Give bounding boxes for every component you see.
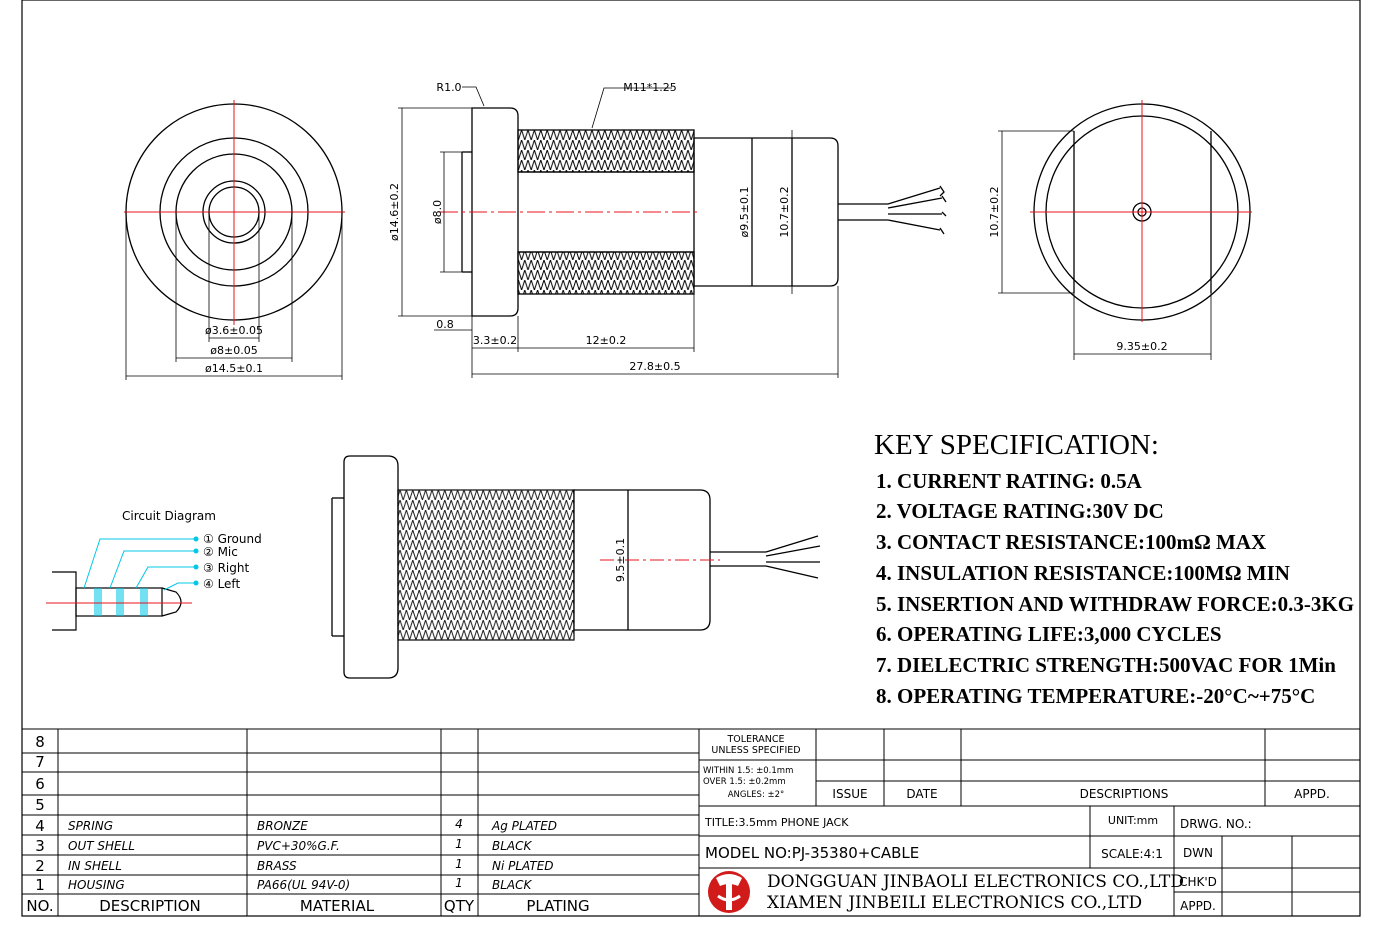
- lower-view: [331, 455, 821, 679]
- dim-lower-body-dia: 9.5±0.1: [614, 538, 627, 582]
- tol-line2: UNLESS SPECIFIED: [711, 745, 800, 756]
- circuit-title: Circuit Diagram: [122, 509, 216, 523]
- bom-plating: BLACK: [492, 878, 533, 892]
- side-view: [398, 86, 947, 378]
- tb-issue: ISSUE: [832, 787, 867, 801]
- dim-flange-thk: 0.8: [436, 318, 454, 331]
- circuit-label-ground: ① Ground: [203, 532, 262, 546]
- bom-material: PA66(UL 94V-0): [257, 878, 350, 892]
- bom-no: 8: [35, 733, 45, 751]
- dim-flange-len: 3.3±0.2: [473, 334, 517, 347]
- bom-header-no: NO.: [26, 897, 53, 915]
- bom-no: 5: [35, 796, 45, 814]
- tb-appd2: APPD.: [1180, 899, 1216, 913]
- bom-desc: SPRING: [68, 819, 113, 833]
- dim-total-len: 27.8±0.5: [629, 360, 680, 373]
- spec-item: 2. VOLTAGE RATING:30V DC: [876, 499, 1164, 523]
- bom-qty: 1: [455, 857, 463, 871]
- tb-dwn: DWN: [1183, 846, 1213, 860]
- bom-material: BRASS: [257, 859, 297, 873]
- company-name-1: DONGGUAN JINBAOLI ELECTRONICS CO.,LTD: [767, 872, 1184, 892]
- bom-no: 4: [35, 817, 45, 835]
- tb-model: MODEL NO:PJ-35380+CABLE: [705, 844, 919, 862]
- tb-unit: UNIT:mm: [1108, 814, 1158, 827]
- dim-bore-dia: ø8.0: [431, 200, 444, 224]
- bom-rows: 8 7 6 5 4 SPRING BRONZE 4 Ag PLATED 3 OU…: [26, 733, 589, 915]
- dim-rear-height: 10.7±0.2: [988, 186, 1001, 237]
- bom-desc: OUT SHELL: [68, 839, 135, 853]
- dim-body-height: 10.7±0.2: [778, 186, 791, 237]
- bom-desc: HOUSING: [68, 878, 125, 892]
- tol-line1: TOLERANCE: [726, 734, 784, 745]
- rear-view: [998, 100, 1252, 360]
- tol-line4: OVER 1.5: ±0.2mm: [703, 777, 786, 787]
- tb-date: DATE: [906, 787, 937, 801]
- bom-no: 1: [35, 876, 45, 894]
- dim-rear-width: 9.35±0.2: [1116, 340, 1167, 353]
- dim-front-outer: ø14.5±0.1: [205, 362, 263, 375]
- spec-item: 6. OPERATING LIFE:3,000 CYCLES: [876, 622, 1222, 646]
- tb-scale: SCALE:4:1: [1101, 847, 1163, 861]
- spec-item: 1. CURRENT RATING: 0.5A: [876, 469, 1143, 493]
- bom-no: 2: [35, 857, 45, 875]
- tb-drwg-no: DRWG. NO.:: [1180, 817, 1252, 831]
- tol-line3: WITHIN 1.5: ±0.1mm: [703, 766, 793, 776]
- bom-plating: Ag PLATED: [491, 819, 557, 833]
- bom-qty: 4: [455, 817, 463, 831]
- bom-header-plating: PLATING: [526, 897, 589, 915]
- spec-item: 8. OPERATING TEMPERATURE:-20°C~+75°C: [876, 684, 1315, 708]
- company-logo: [708, 871, 750, 913]
- spec-item: 7. DIELECTRIC STRENGTH:500VAC FOR 1Min: [876, 653, 1336, 677]
- bom-header-material: MATERIAL: [300, 897, 375, 915]
- bom-no: 3: [35, 837, 45, 855]
- tb-appd: APPD.: [1294, 787, 1330, 801]
- dim-thread-len: 12±0.2: [586, 334, 627, 347]
- bom-plating: BLACK: [492, 839, 533, 853]
- bom-desc: IN SHELL: [68, 859, 122, 873]
- bom-plating: Ni PLATED: [492, 859, 554, 873]
- dim-body-dia: ø9.5±0.1: [738, 187, 751, 238]
- front-view: [124, 100, 345, 380]
- circuit-label-left: ④ Left: [203, 577, 240, 591]
- bom-no: 7: [35, 753, 45, 771]
- bom-no: 6: [35, 775, 45, 793]
- dim-front-inner: ø3.6±0.05: [205, 324, 263, 337]
- tb-title: TITLE:3.5mm PHONE JACK: [704, 816, 849, 829]
- bom-header-qty: QTY: [444, 897, 475, 915]
- bom-header-desc: DESCRIPTION: [99, 897, 201, 915]
- bom-material: PVC+30%G.F.: [257, 839, 340, 853]
- bom-qty: 1: [455, 876, 463, 890]
- spec-item: 4. INSULATION RESISTANCE:100MΩ MIN: [876, 561, 1290, 585]
- spec-item: 5. INSERTION AND WITHDRAW FORCE:0.3-3KG: [876, 592, 1354, 616]
- circuit-label-mic: ② Mic: [203, 545, 238, 559]
- dim-radius: R1.0: [436, 81, 461, 94]
- tol-line5: ANGLES: ±2°: [728, 790, 785, 800]
- dim-front-mid: ø8±0.05: [210, 344, 257, 357]
- company-name-2: XIAMEN JINBEILI ELECTRONICS CO.,LTD: [767, 893, 1142, 913]
- tb-chkd: CHK'D: [1179, 875, 1217, 889]
- circuit-diagram: [46, 536, 199, 631]
- bom-material: BRONZE: [257, 819, 308, 833]
- spec-item: 3. CONTACT RESISTANCE:100mΩ MAX: [876, 530, 1266, 554]
- circuit-label-right: ③ Right: [203, 561, 249, 575]
- title-block: [698, 728, 1361, 917]
- bom-qty: 1: [455, 837, 463, 851]
- dim-flange-dia: ø14.6±0.2: [388, 183, 401, 241]
- dim-thread: M11*1.25: [623, 81, 676, 94]
- spec-title: KEY SPECIFICATION:: [874, 429, 1159, 461]
- tb-descriptions: DESCRIPTIONS: [1080, 787, 1169, 801]
